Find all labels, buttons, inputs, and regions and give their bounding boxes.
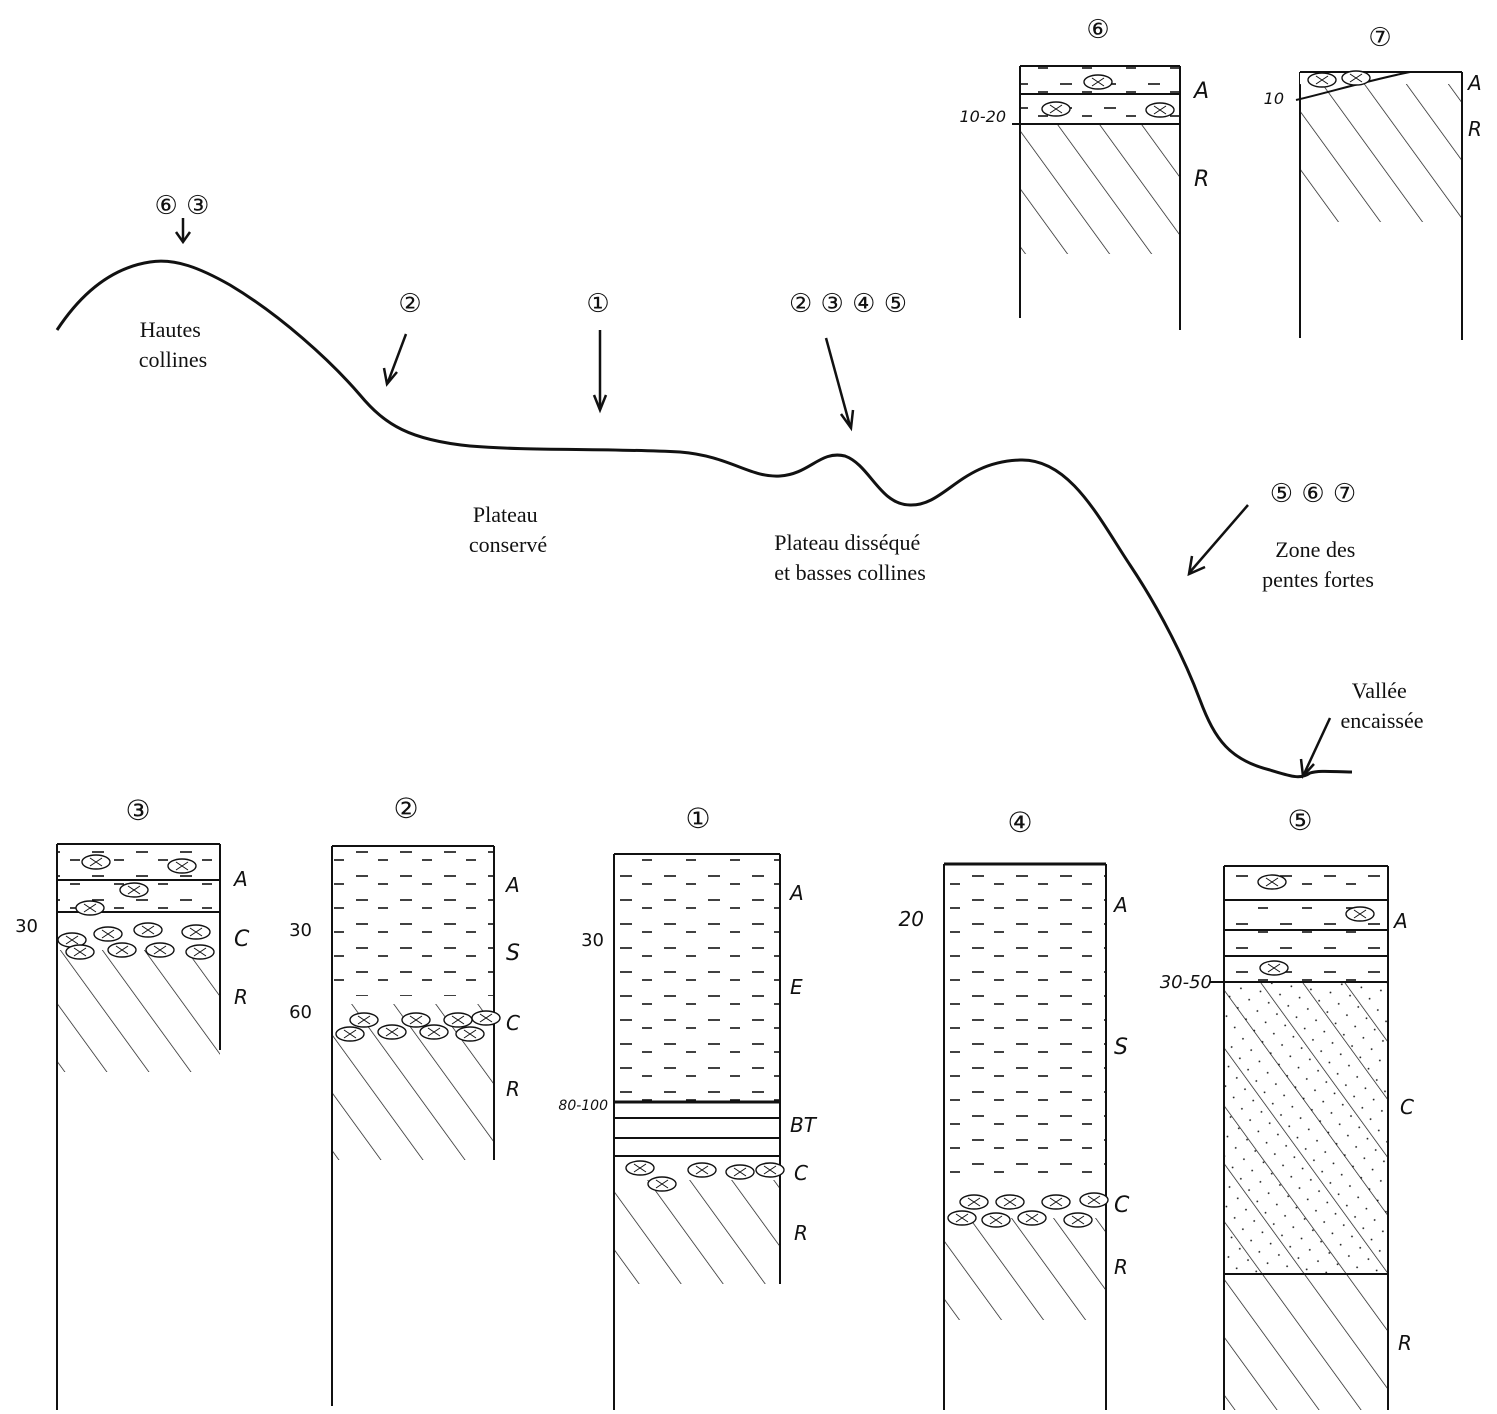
profile-6-depth: 10-20 bbox=[960, 107, 1007, 126]
profile-4-label-R: R bbox=[1114, 1255, 1128, 1279]
profile-5: ⑤ 30-50 A C R bbox=[1160, 804, 1414, 1410]
profile-5-label-R: R bbox=[1398, 1331, 1412, 1355]
marker-hautes: ⑥ ③ bbox=[155, 191, 210, 221]
profile-7-title: ⑦ bbox=[1368, 23, 1391, 53]
profile-1-label-BT: BT bbox=[790, 1113, 818, 1137]
profile-4-title: ④ bbox=[1007, 806, 1032, 839]
profile-1-depth-80-100: 80-100 bbox=[558, 1098, 608, 1114]
profile-1-depth-30: 30 bbox=[581, 930, 604, 951]
profile-2-label-R: R bbox=[506, 1077, 520, 1101]
profile-2: ② 30 60 A S C R bbox=[289, 792, 520, 1406]
marker-slope: ② bbox=[398, 289, 421, 319]
profile-1-title: ① bbox=[685, 802, 710, 835]
marker-pentes: ⑤ ⑥ ⑦ bbox=[1270, 479, 1356, 509]
label-pentes-fortes: Zone des pentes fortes bbox=[1262, 537, 1374, 592]
profile-3-label-A: A bbox=[232, 867, 248, 891]
profile-2-label-S: S bbox=[506, 941, 520, 966]
profile-6-label-A: A bbox=[1192, 79, 1209, 104]
profile-6-title: ⑥ bbox=[1086, 15, 1109, 45]
label-plateau-conserve: Plateau conservé bbox=[469, 502, 547, 557]
arrow-vallee bbox=[1301, 718, 1330, 776]
profile-1: ① 30 80-100 A E BT C R bbox=[558, 802, 817, 1410]
arrow-pentes bbox=[1189, 505, 1248, 574]
label-plateau-disseque: Plateau disséqué et basses collines bbox=[774, 530, 926, 585]
arrow-plateau bbox=[594, 330, 606, 410]
profile-4-depth: 20 bbox=[899, 907, 924, 931]
profile-6-label-R: R bbox=[1194, 167, 1209, 192]
label-hautes-collines: Hautes collines bbox=[139, 317, 207, 372]
arrow-slope bbox=[384, 334, 406, 384]
profile-1-label-C: C bbox=[794, 1161, 808, 1185]
profile-3-label-R: R bbox=[234, 985, 248, 1009]
profile-3-label-C: C bbox=[234, 927, 250, 952]
profile-5-title: ⑤ bbox=[1287, 804, 1312, 837]
profile-4-label-C: C bbox=[1114, 1193, 1130, 1218]
arrow-disseque bbox=[826, 338, 853, 428]
profile-7-depth: 10 bbox=[1264, 89, 1284, 108]
profile-1-label-A: A bbox=[788, 881, 804, 905]
profile-1-label-R: R bbox=[794, 1221, 808, 1245]
profile-4-label-S: S bbox=[1114, 1035, 1128, 1060]
profile-2-label-C: C bbox=[506, 1011, 520, 1035]
profile-2-label-A: A bbox=[504, 873, 520, 897]
profile-4: ④ 20 A S C R bbox=[899, 806, 1130, 1410]
arrow-hautes bbox=[176, 218, 190, 242]
marker-plateau: ① bbox=[586, 289, 609, 319]
profile-5-label-A: A bbox=[1392, 909, 1408, 933]
profile-7-label-R: R bbox=[1468, 117, 1482, 141]
profile-1-label-E: E bbox=[790, 975, 803, 999]
profile-7-label-A: A bbox=[1466, 71, 1482, 95]
marker-disseque: ② ③ ④ ⑤ bbox=[789, 289, 907, 319]
label-vallee: Vallée encaissée bbox=[1340, 678, 1423, 733]
profile-5-label-C: C bbox=[1400, 1095, 1414, 1119]
profile-2-depth-60: 60 bbox=[289, 1002, 312, 1023]
profile-3-title: ③ bbox=[125, 794, 150, 827]
profile-6: ⑥ 10-20 A R bbox=[960, 15, 1210, 330]
profile-3: ③ 30 A C R bbox=[15, 794, 250, 1410]
profile-2-depth-30: 30 bbox=[289, 920, 312, 941]
landscape-profile-curve bbox=[57, 261, 1352, 777]
profile-7: ⑦ 10 A R bbox=[1264, 23, 1482, 340]
profile-5-depth: 30-50 bbox=[1160, 972, 1212, 993]
profile-4-label-A: A bbox=[1112, 893, 1128, 917]
profile-2-title: ② bbox=[393, 792, 418, 825]
profile-3-depth: 30 bbox=[15, 916, 38, 937]
